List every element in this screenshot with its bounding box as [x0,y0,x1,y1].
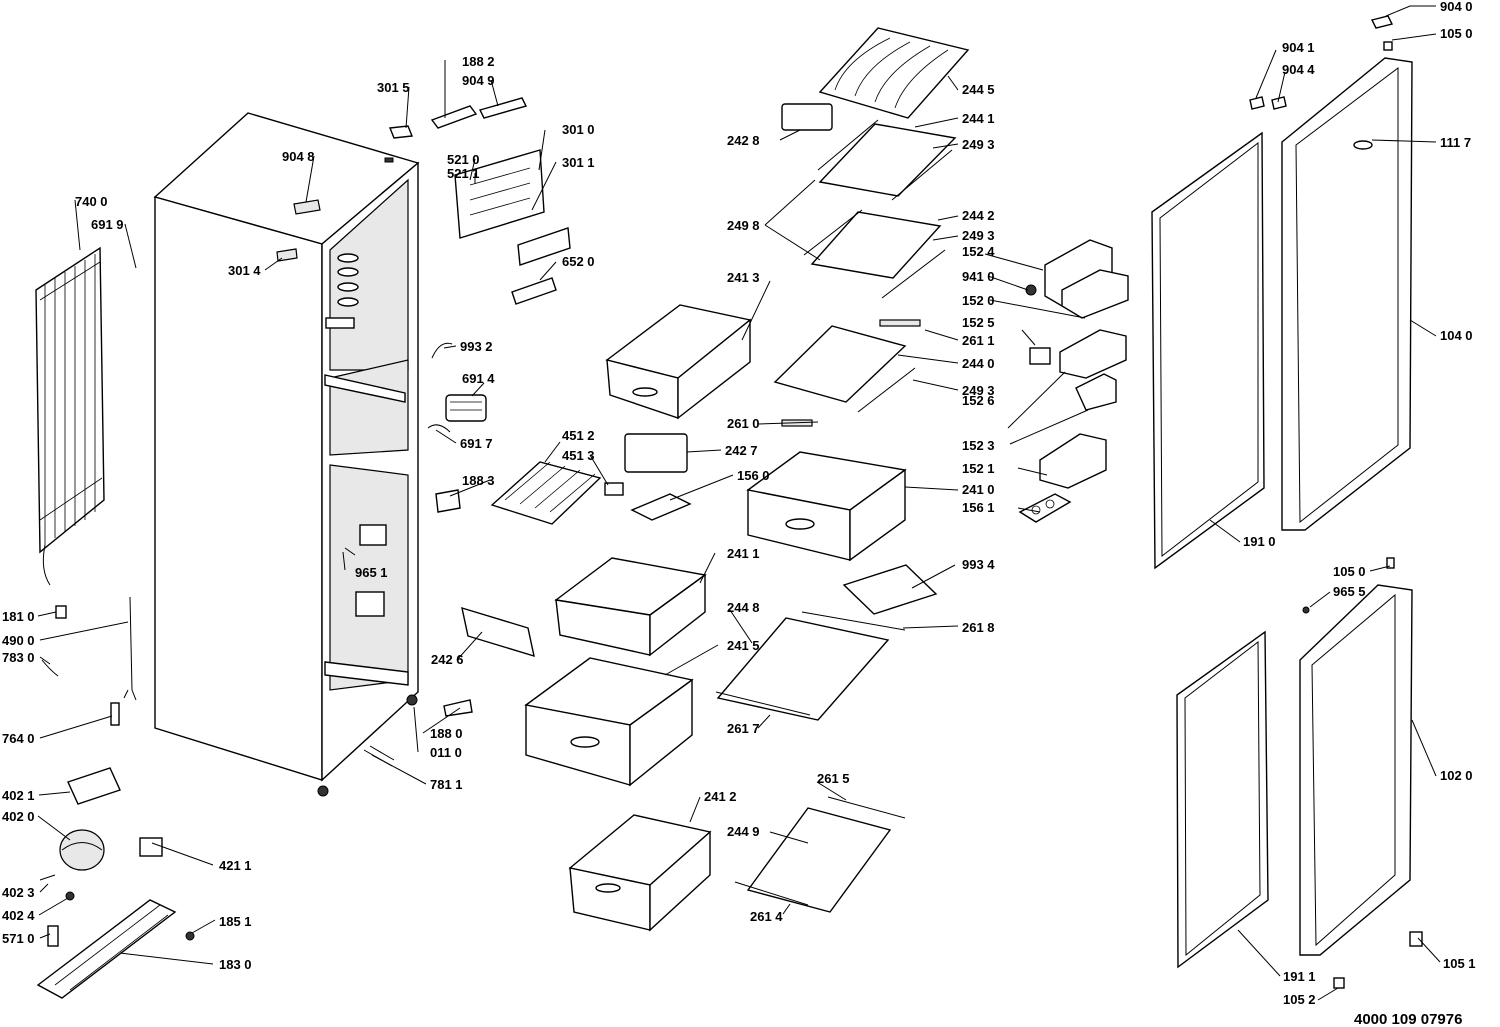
callout-152-1: 152 1 [962,461,995,476]
callout-241-1: 241 1 [727,546,760,561]
document-number: 4000 109 07976 [1354,1011,1462,1027]
condenser-coil [35,246,105,586]
callout-244-0: 244 0 [962,356,995,371]
callout-244-5: 244 5 [962,82,995,97]
callout-261-7: 261 7 [727,721,760,736]
callout-105-1: 105 1 [1443,956,1476,971]
callout-402-0: 402 0 [2,809,35,824]
callout-242-8: 242 8 [727,133,760,148]
callout-301-5: 301 5 [377,80,410,95]
callout-521-1: 521 1 [447,166,480,181]
callout-261-5: 261 5 [817,771,850,786]
callout-105-0-top: 105 0 [1440,26,1473,41]
callout-244-1: 244 1 [962,111,995,126]
callout-691-4: 691 4 [462,371,495,386]
callout-261-4: 261 4 [750,909,783,924]
wine-rack [818,27,970,119]
callout-241-3: 241 3 [727,270,760,285]
mid-column-parts [344,342,535,767]
callout-740-0: 740 0 [75,194,108,209]
callout-490-0: 490 0 [2,633,35,648]
callout-904-8: 904 8 [282,149,315,164]
callout-249-3-top: 249 3 [962,137,995,152]
callout-249-8: 249 8 [727,218,760,233]
callout-691-9: 691 9 [91,217,124,232]
callout-188-0: 188 0 [430,726,463,741]
callout-904-9: 904 9 [462,73,495,88]
top-small-parts [276,97,571,305]
callout-904-4: 904 4 [1282,62,1315,77]
callout-185-1: 185 1 [219,914,252,929]
callout-191-0: 191 0 [1243,534,1276,549]
callout-764-0: 764 0 [2,731,35,746]
callout-244-9: 244 9 [727,824,760,839]
callout-191-1: 191 1 [1283,969,1316,984]
upper-door [1151,15,1413,570]
callout-183-0: 183 0 [219,957,252,972]
callout-011-0: 011 0 [430,745,462,760]
callout-261-8: 261 8 [962,620,995,635]
callout-781-1: 781 1 [430,777,463,792]
callout-783-0: 783 0 [2,650,35,665]
callout-244-2: 244 2 [962,208,995,223]
callout-421-1: 421 1 [219,858,252,873]
callout-152-4: 152 4 [962,244,995,259]
callout-152-3: 152 3 [962,438,995,453]
callout-301-4: 301 4 [228,263,261,278]
callout-904-1: 904 1 [1282,40,1315,55]
callout-904-0: 904 0 [1440,0,1473,14]
callout-104-0: 104 0 [1440,328,1473,343]
callout-301-0: 301 0 [562,122,595,137]
callout-402-4: 402 4 [2,908,35,923]
callout-188-2: 188 2 [462,54,495,69]
callout-152-5: 152 5 [962,315,995,330]
callout-181-0: 181 0 [2,609,35,624]
callout-451-3: 451 3 [562,448,595,463]
callout-402-3: 402 3 [2,885,35,900]
callout-152-0: 152 0 [962,293,995,308]
callout-652-0: 652 0 [562,254,595,269]
callout-261-1: 261 1 [962,333,995,348]
callout-labels: 904 0 105 0 904 1 904 4 111 7 104 0 191 … [2,0,1476,1007]
callout-965-5: 965 5 [1333,584,1366,599]
callout-691-7: 691 7 [460,436,493,451]
callout-105-0-mid: 105 0 [1333,564,1366,579]
callout-111-7: 111 7 [1440,135,1471,150]
callout-993-4: 993 4 [962,557,995,572]
callout-941-0: 941 0 [962,269,995,284]
callout-241-0: 241 0 [962,482,995,497]
freezer-accessories [490,433,938,615]
callout-241-5: 241 5 [727,638,760,653]
callout-521-0: 521 0 [447,152,480,167]
callout-261-0: 261 0 [727,416,760,431]
callout-242-7: 242 7 [725,443,758,458]
callout-993-2: 993 2 [460,339,493,354]
callout-156-1: 156 1 [962,500,995,515]
callout-156-0: 156 0 [737,468,770,483]
callout-105-2: 105 2 [1283,992,1316,1007]
callout-451-2: 451 2 [562,428,595,443]
callout-188-3: 188 3 [462,473,495,488]
door-bins [1018,239,1129,523]
callout-249-3-mid: 249 3 [962,228,995,243]
drawers [524,304,907,932]
callout-244-8: 244 8 [727,600,760,615]
callout-242-6: 242 6 [431,652,464,667]
compressor-assembly [36,596,195,999]
callout-152-6: 152 6 [962,393,995,408]
leader-lines [37,5,1441,1001]
callout-402-1: 402 1 [2,788,35,803]
callout-241-2: 241 2 [704,789,737,804]
callout-301-1: 301 1 [562,155,595,170]
callout-249-3-low: 249 3 [962,383,995,398]
glass-shelves [715,103,957,913]
callout-571-0: 571 0 [2,931,35,946]
lower-door [1176,557,1423,989]
callout-965-1: 965 1 [355,565,388,580]
cabinet-body [153,112,420,797]
callout-102-0: 102 0 [1440,768,1473,783]
